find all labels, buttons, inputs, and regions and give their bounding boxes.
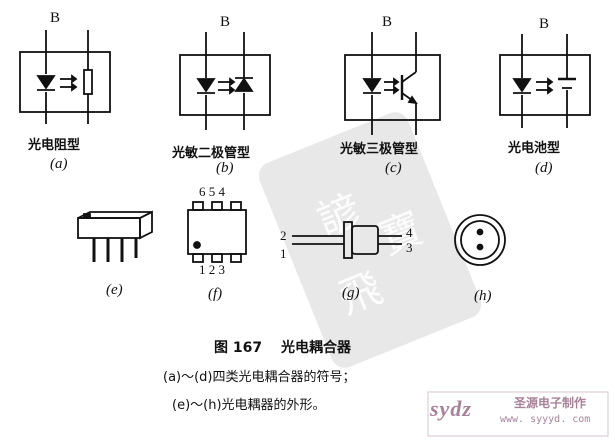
caption-line-1: (a)～(d)四类光电耦合器的符号；	[163, 370, 356, 385]
package-e-drawing	[77, 210, 153, 262]
symbol-c-b-label: B	[382, 14, 393, 30]
symbol-a-b-label: B	[50, 10, 61, 26]
symbol-c-name: 光敏三极管型	[340, 142, 419, 157]
package-f-letter: (f)	[208, 286, 223, 302]
symbol-b-b-label: B	[220, 14, 231, 30]
package-g-pin-1: 1	[280, 246, 287, 261]
symbol-a-letter: (a)	[50, 156, 68, 172]
symbol-d-name: 光电池型	[508, 141, 561, 156]
symbol-a-drawing	[19, 30, 111, 124]
package-g-pin-3: 3	[406, 240, 413, 255]
package-h-drawing	[454, 214, 506, 266]
corner-watermark: sydz 圣源电子制作 www. syyyd. com	[426, 388, 611, 440]
symbol-d-b-label: B	[539, 16, 550, 32]
symbol-c-drawing	[344, 32, 441, 135]
package-f-bottom-pins: 1 2 3	[199, 262, 225, 277]
package-e-letter: (e)	[106, 282, 123, 298]
watermark-cn: 圣源电子制作	[514, 396, 587, 410]
symbol-b-letter: (b)	[216, 160, 234, 176]
symbol-a-name: 光电阻型	[28, 138, 81, 153]
caption-title: 图 167 光电耦合器	[214, 340, 351, 356]
watermark-frame	[427, 391, 609, 437]
caption-line-2: (e)～(h)光电耦器的外形。	[172, 398, 326, 413]
symbol-b-name: 光敏二极管型	[172, 146, 251, 161]
package-g-pin-4: 4	[406, 225, 413, 240]
symbol-d-letter: (d)	[535, 160, 553, 176]
symbol-d-drawing	[499, 34, 591, 128]
package-f-drawing	[187, 201, 247, 263]
package-h-letter: (h)	[474, 288, 492, 304]
package-g-letter: (g)	[342, 285, 360, 301]
watermark-logo: sydz	[430, 396, 472, 421]
watermark-url: www. syyyd. com	[500, 414, 591, 425]
symbol-b-drawing	[179, 32, 271, 130]
package-g-pin-2: 2	[280, 228, 287, 243]
package-f-top-pins: 6 5 4	[199, 184, 225, 199]
package-g-drawing	[292, 221, 402, 259]
symbol-c-letter: (c)	[385, 160, 402, 176]
